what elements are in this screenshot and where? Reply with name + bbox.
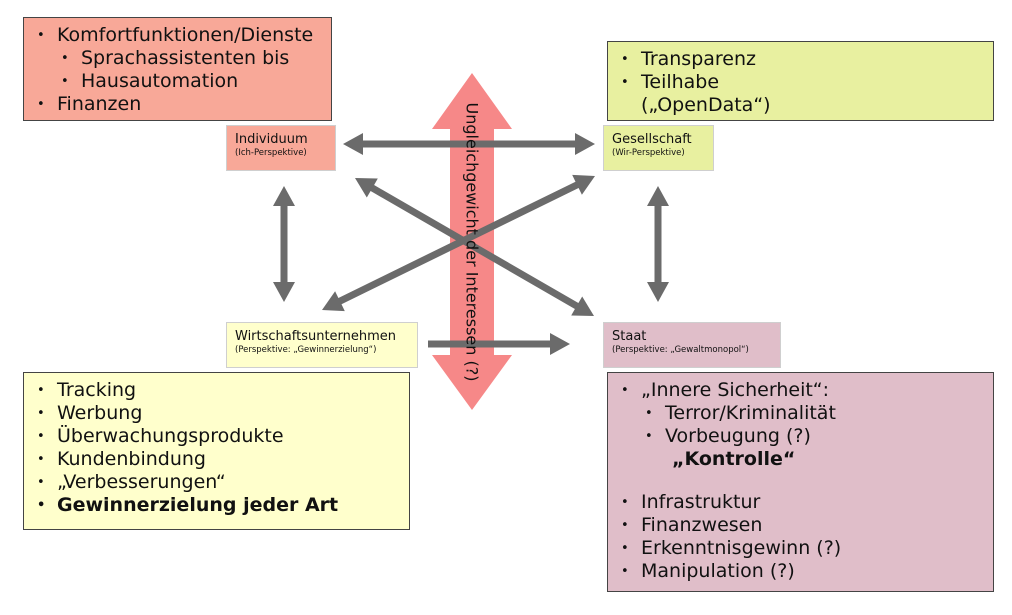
gesellschaft-list-box: Transparenz Teilhabe („OpenData“) [607,41,994,121]
list-item: Kundenbindung [32,448,399,471]
staat-list-box: „Innere Sicherheit“: Terror/Kriminalität… [607,372,994,592]
list-item: („OpenData“) [641,94,771,116]
list-spacer [616,471,983,491]
list-item: Manipulation (?) [616,560,983,583]
arrow-individuum-wirtschaft [273,186,295,302]
list-item: Überwachungsprodukte [32,425,399,448]
list-item: Transparenz [616,48,983,71]
list-item: Gewinnerzielung jeder Art [32,494,399,517]
node-gesellschaft: Gesellschaft (Wir-Perspektive) [603,125,714,171]
node-wirtschaft: Wirtschaftsunternehmen (Perspektive: „Ge… [226,322,418,368]
node-title: Wirtschaftsunternehmen [235,329,397,344]
list-item: Tracking [32,379,399,402]
list-item: Werbung [32,402,399,425]
arrow-wirtschaft-staat [428,333,570,355]
node-perspective: (Wir-Perspektive) [612,148,685,158]
node-title: Individuum [235,132,308,147]
list-item: Finanzwesen [616,514,983,537]
list-item: Erkenntnisgewinn (?) [616,537,983,560]
node-title: Gesellschaft [612,132,692,147]
individuum-list-box: Komfortfunktionen/Dienste Sprachassisten… [23,17,332,121]
list-item: Hausautomation [32,70,321,93]
list-item: Teilhabe [616,71,983,94]
node-perspective: (Perspektive: „Gewinnerzielung“) [235,345,377,355]
wirtschaft-list-box: Tracking Werbung Überwachungsprodukte Ku… [23,372,410,530]
list-item: Terror/Kriminalität [616,402,983,425]
node-staat: Staat (Perspektive: „Gewaltmonopol“) [603,322,781,368]
list-item: Finanzen [32,93,321,116]
arrow-gesellschaft-staat [647,186,669,302]
list-item: „Kontrolle“ [672,448,796,470]
node-perspective: (Ich-Perspektive) [235,148,307,158]
list-item: „Verbesserungen“ [32,471,399,494]
list-item: Vorbeugung (?) [616,425,983,448]
list-item: Komfortfunktionen/Dienste [32,24,321,47]
node-title: Staat [612,329,647,344]
central-imbalance-arrow [432,73,512,410]
list-item: Sprachassistenten bis [32,47,321,70]
list-item: „Innere Sicherheit“: [616,379,983,402]
arrow-gesellschaft-wirtschaft [322,174,595,312]
node-perspective: (Perspektive: „Gewaltmonopol“) [612,345,749,355]
list-item: Infrastruktur [616,491,983,514]
node-individuum: Individuum (Ich-Perspektive) [226,125,336,171]
arrow-individuum-staat [355,178,594,316]
arrow-individuum-gesellschaft [343,133,595,155]
